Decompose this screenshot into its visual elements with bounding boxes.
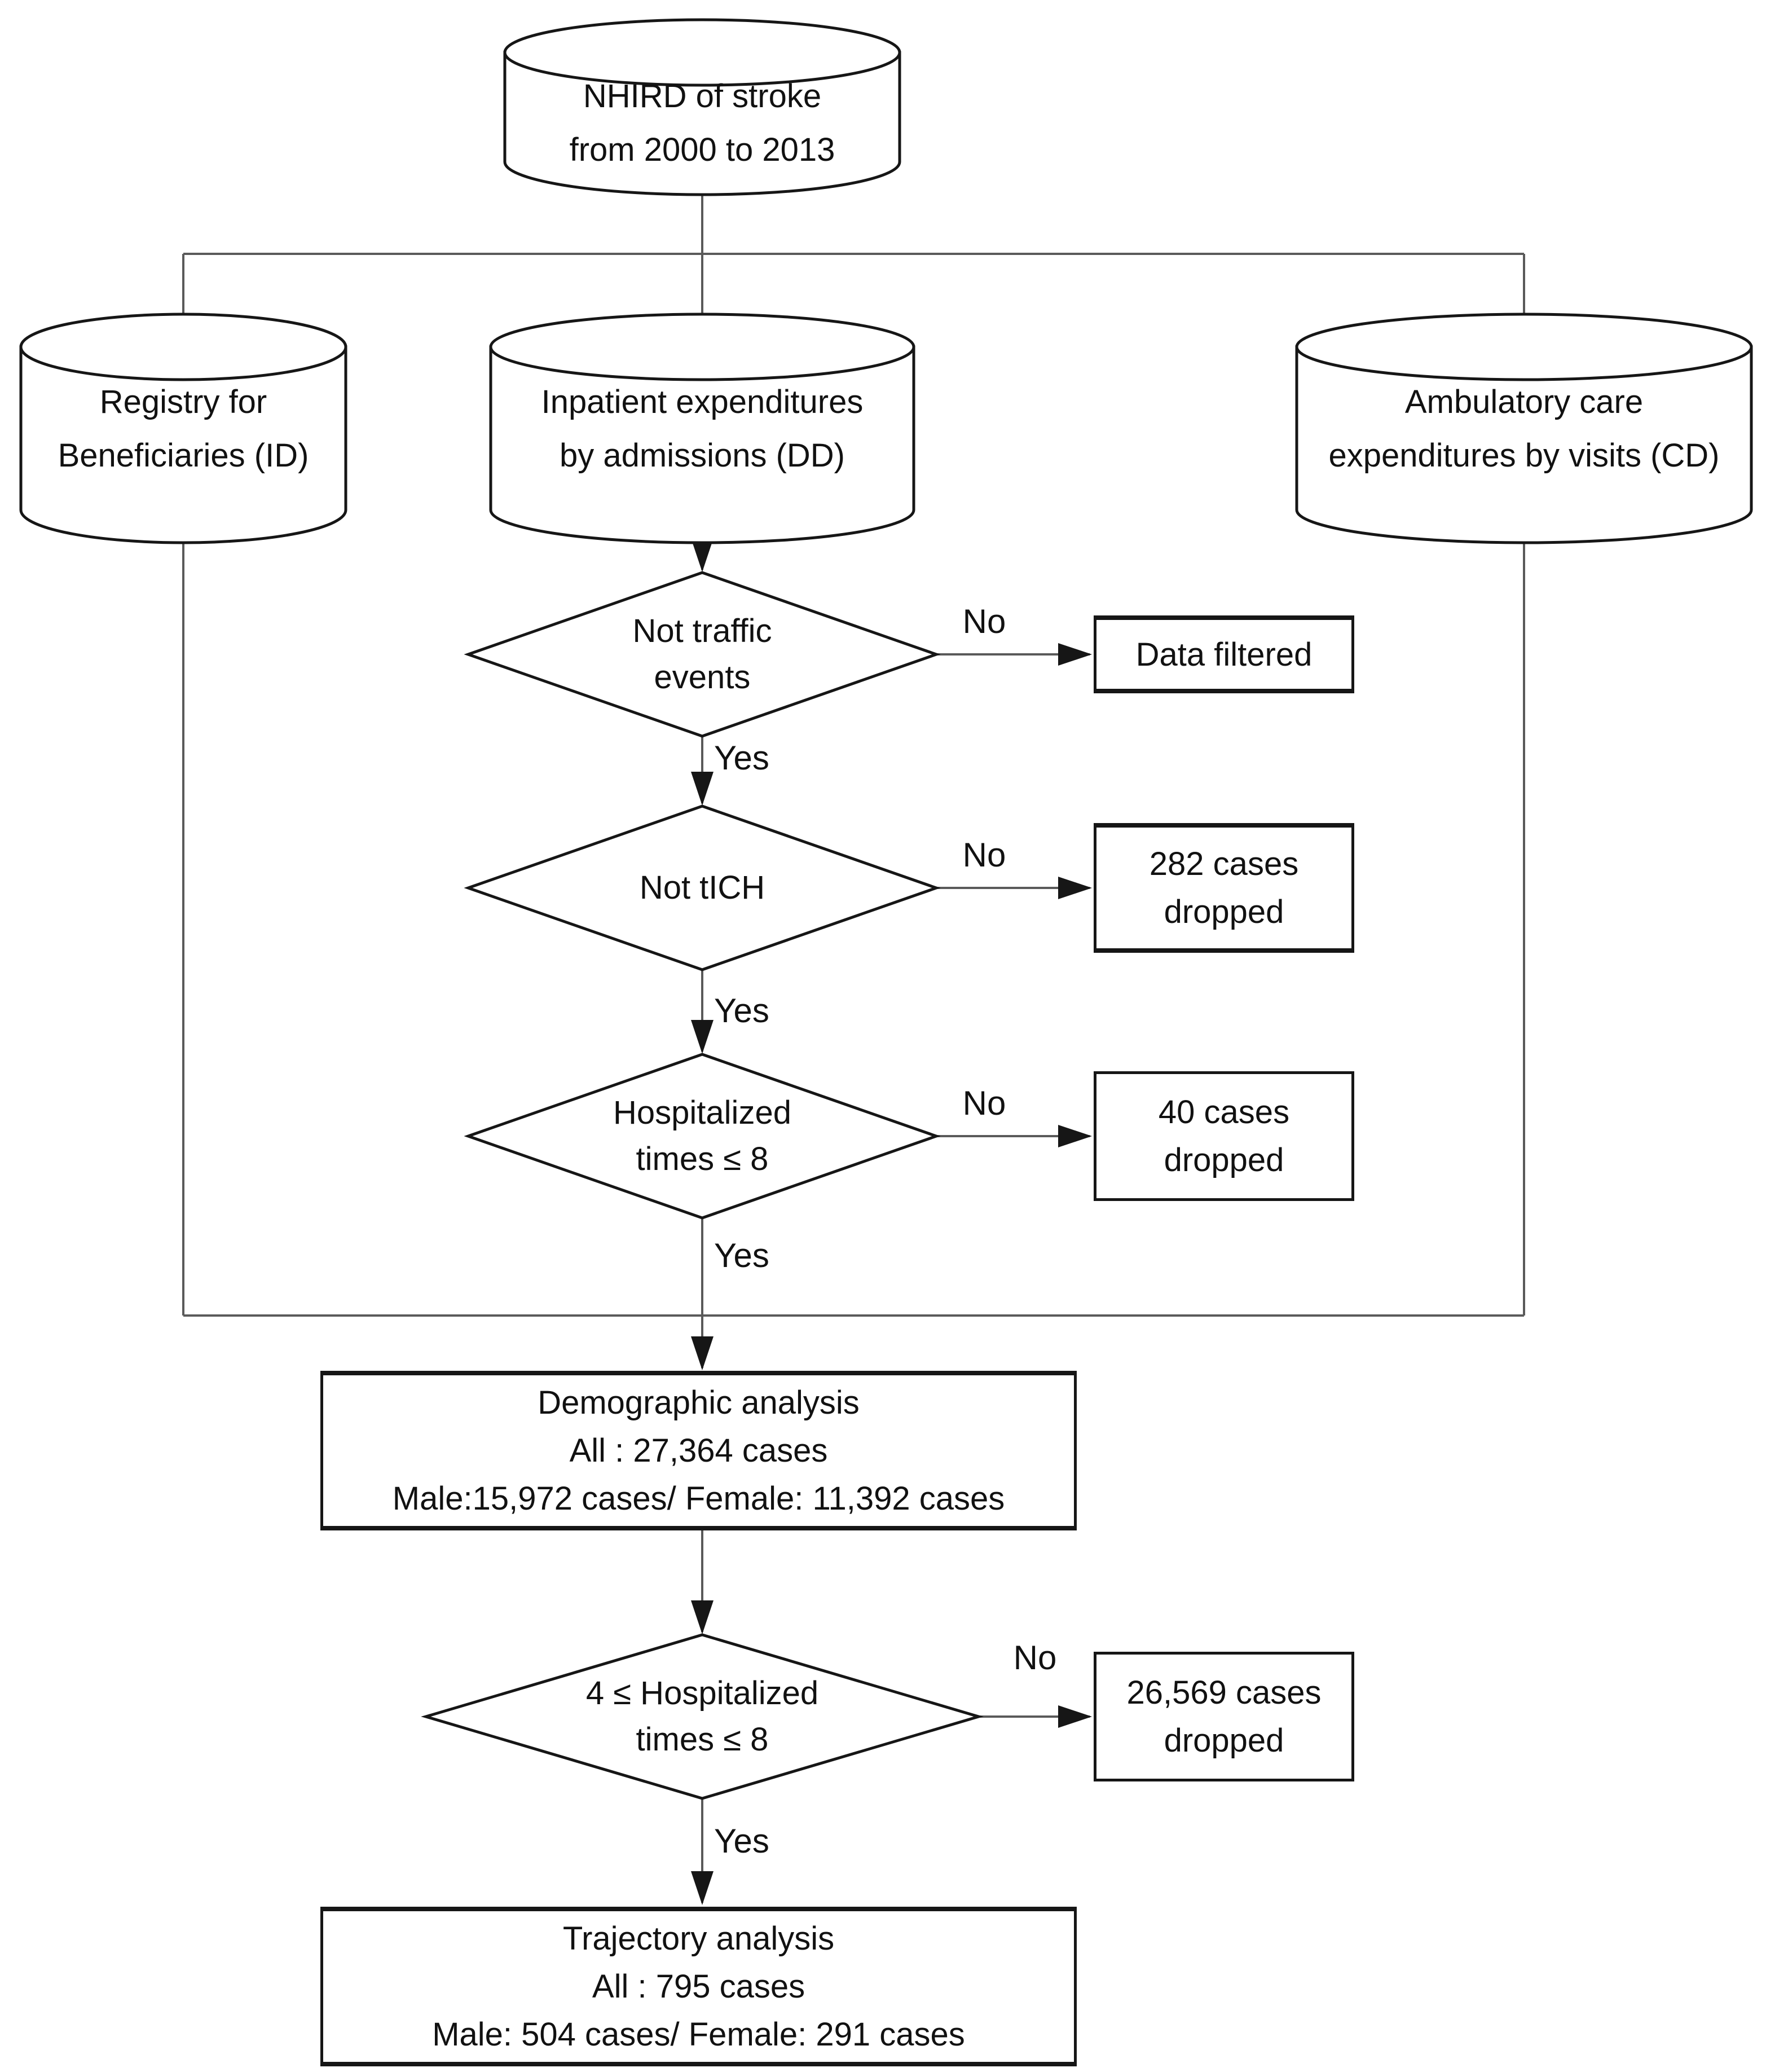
box-data-filtered: Data filtered (1094, 615, 1354, 693)
label-yes-4: Yes (714, 1822, 769, 1860)
decision-not-tich-label: Not tICH (468, 806, 936, 970)
box-26569-cases-dropped: 26,569 cases dropped (1094, 1652, 1354, 1781)
database-registry-id (19, 313, 347, 544)
box-282-line2: dropped (1164, 894, 1284, 930)
decision-not-traffic-events (464, 571, 941, 738)
inpatient-label-line2: by admissions (DD) (560, 437, 845, 474)
decision-range-line2: times ≤ 8 (636, 1721, 769, 1758)
box-trajectory-analysis: Trajectory analysis All : 795 cases Male… (320, 1907, 1077, 2066)
label-no-3: No (962, 1084, 1006, 1122)
decision-not-tich-line1: Not tICH (639, 869, 765, 906)
demographic-line3: Male:15,972 cases/ Female: 11,392 cases (392, 1480, 1005, 1517)
database-nhird (503, 18, 901, 196)
label-no-1: No (962, 602, 1006, 640)
inpatient-label-line1: Inpatient expenditures (541, 384, 864, 420)
decision-hospitalized-times-le-8 (464, 1053, 941, 1220)
demographic-line2: All : 27,364 cases (569, 1432, 828, 1469)
nhird-label: NHIRD of stroke from 2000 to 2013 (505, 62, 900, 183)
decision-not-tich (464, 804, 941, 971)
decision-hospitalized-label: Hospitalized times ≤ 8 (468, 1054, 936, 1218)
trajectory-line1: Trajectory analysis (562, 1920, 835, 1957)
nhird-label-line1: NHIRD of stroke (583, 77, 822, 115)
ambulatory-label-line1: Ambulatory care (1404, 384, 1644, 420)
label-yes-1: Yes (714, 739, 769, 777)
label-no-2: No (962, 836, 1006, 874)
demographic-line1: Demographic analysis (538, 1384, 860, 1421)
box-40-line2: dropped (1164, 1142, 1284, 1178)
ambulatory-label-line2: expenditures by visits (CD) (1328, 437, 1720, 474)
database-ambulatory-cd (1295, 313, 1753, 544)
box-282-cases-dropped: 282 cases dropped (1094, 823, 1354, 953)
decision-range-label: 4 ≤ Hospitalized times ≤ 8 (426, 1635, 979, 1798)
box-40-line1: 40 cases (1158, 1094, 1290, 1130)
registry-label-line1: Registry for (99, 384, 267, 420)
box-282-line1: 282 cases (1149, 846, 1299, 882)
label-yes-2: Yes (714, 992, 769, 1030)
nhird-label-line2: from 2000 to 2013 (569, 131, 835, 168)
inpatient-label: Inpatient expenditures by admissions (DD… (491, 347, 914, 511)
ambulatory-label: Ambulatory care expenditures by visits (… (1297, 347, 1751, 511)
box-26569-line2: dropped (1164, 1722, 1284, 1759)
decision-range-line1: 4 ≤ Hospitalized (585, 1675, 819, 1712)
decision-hospitalized-line2: times ≤ 8 (636, 1141, 769, 1177)
database-inpatient-dd (489, 313, 915, 544)
decision-not-traffic-line1: Not traffic (632, 613, 772, 649)
box-demographic-analysis: Demographic analysis All : 27,364 cases … (320, 1371, 1077, 1530)
box-data-filtered-line1: Data filtered (1135, 636, 1313, 673)
registry-label: Registry for Beneficiaries (ID) (21, 347, 346, 511)
label-yes-3: Yes (714, 1237, 769, 1274)
decision-hospitalized-line1: Hospitalized (613, 1094, 791, 1131)
box-26569-line1: 26,569 cases (1126, 1674, 1322, 1711)
decision-4-le-hospitalized-times-le-8 (421, 1633, 984, 1800)
decision-not-traffic-label: Not traffic events (468, 573, 936, 736)
trajectory-line2: All : 795 cases (592, 1968, 805, 2005)
label-no-4: No (1013, 1639, 1057, 1677)
box-40-cases-dropped: 40 cases dropped (1094, 1071, 1354, 1201)
trajectory-line3: Male: 504 cases/ Female: 291 cases (432, 2016, 965, 2053)
decision-not-traffic-line2: events (654, 659, 751, 696)
registry-label-line2: Beneficiaries (ID) (58, 437, 309, 474)
